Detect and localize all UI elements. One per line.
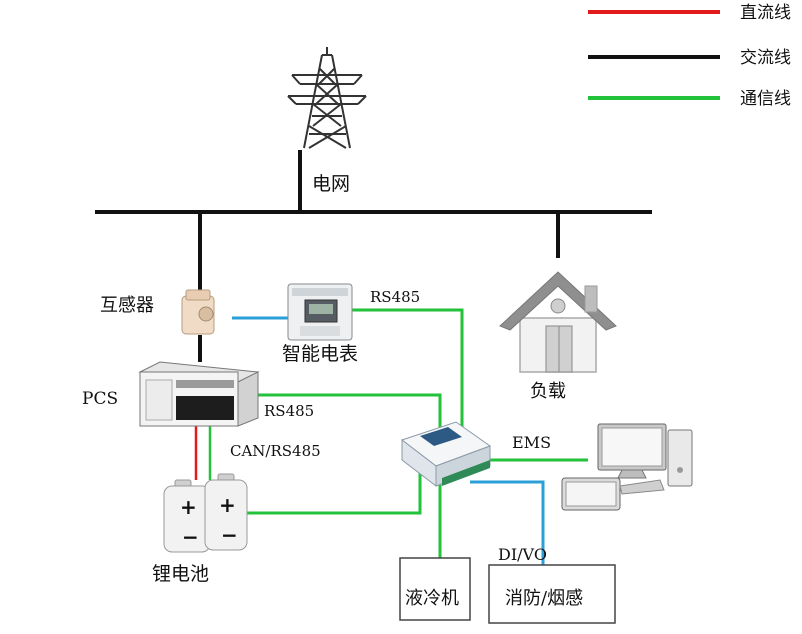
legend: 直流线 交流线 通信线	[588, 3, 791, 109]
power-tower-icon	[287, 47, 367, 149]
can-rs485-label: CAN/RS485	[230, 442, 321, 460]
liquid-cooler-label: 液冷机	[405, 588, 459, 609]
load-label: 负载	[530, 381, 566, 402]
comm-battery-to-controller	[247, 470, 422, 515]
transformer-label: 互感器	[100, 295, 154, 316]
comm-pcs-to-controller	[252, 393, 442, 428]
dc-lines	[194, 425, 212, 480]
house-icon	[499, 271, 617, 373]
legend-comm-label: 通信线	[740, 89, 791, 109]
rs485-top-label: RS485	[370, 288, 420, 306]
grid-label: 电网	[312, 173, 350, 195]
controller-module-icon	[400, 421, 492, 488]
legend-ac-label: 交流线	[740, 48, 791, 68]
fire-smoke-label: 消防/烟感	[505, 588, 583, 609]
computer-icon	[561, 423, 693, 511]
comm-meter-to-controller	[352, 308, 464, 428]
blue-controller-to-fire	[470, 480, 545, 565]
liquid-cooler-box	[399, 557, 471, 621]
pcs-label: PCS	[82, 389, 118, 409]
pcs-cabinet-icon	[138, 361, 260, 427]
svg-text:+: +	[180, 495, 197, 519]
comm-lines	[247, 308, 588, 558]
smart-meter-icon	[287, 283, 353, 341]
svg-text:+: +	[219, 493, 236, 517]
ems-label: EMS	[512, 433, 551, 452]
battery-icon: + − + −	[163, 473, 248, 553]
svg-text:−: −	[221, 523, 238, 547]
current-transformer-icon	[181, 289, 215, 335]
meter-label: 智能电表	[282, 343, 358, 365]
dio-label: DI/VO	[498, 545, 547, 564]
fire-smoke-box	[488, 564, 616, 624]
rs485-pcs-label: RS485	[264, 402, 314, 420]
legend-dc-label: 直流线	[740, 3, 791, 23]
blue-links	[232, 316, 545, 565]
svg-text:−: −	[182, 525, 199, 549]
battery-label: 锂电池	[152, 563, 209, 585]
ac-lines	[95, 150, 652, 362]
